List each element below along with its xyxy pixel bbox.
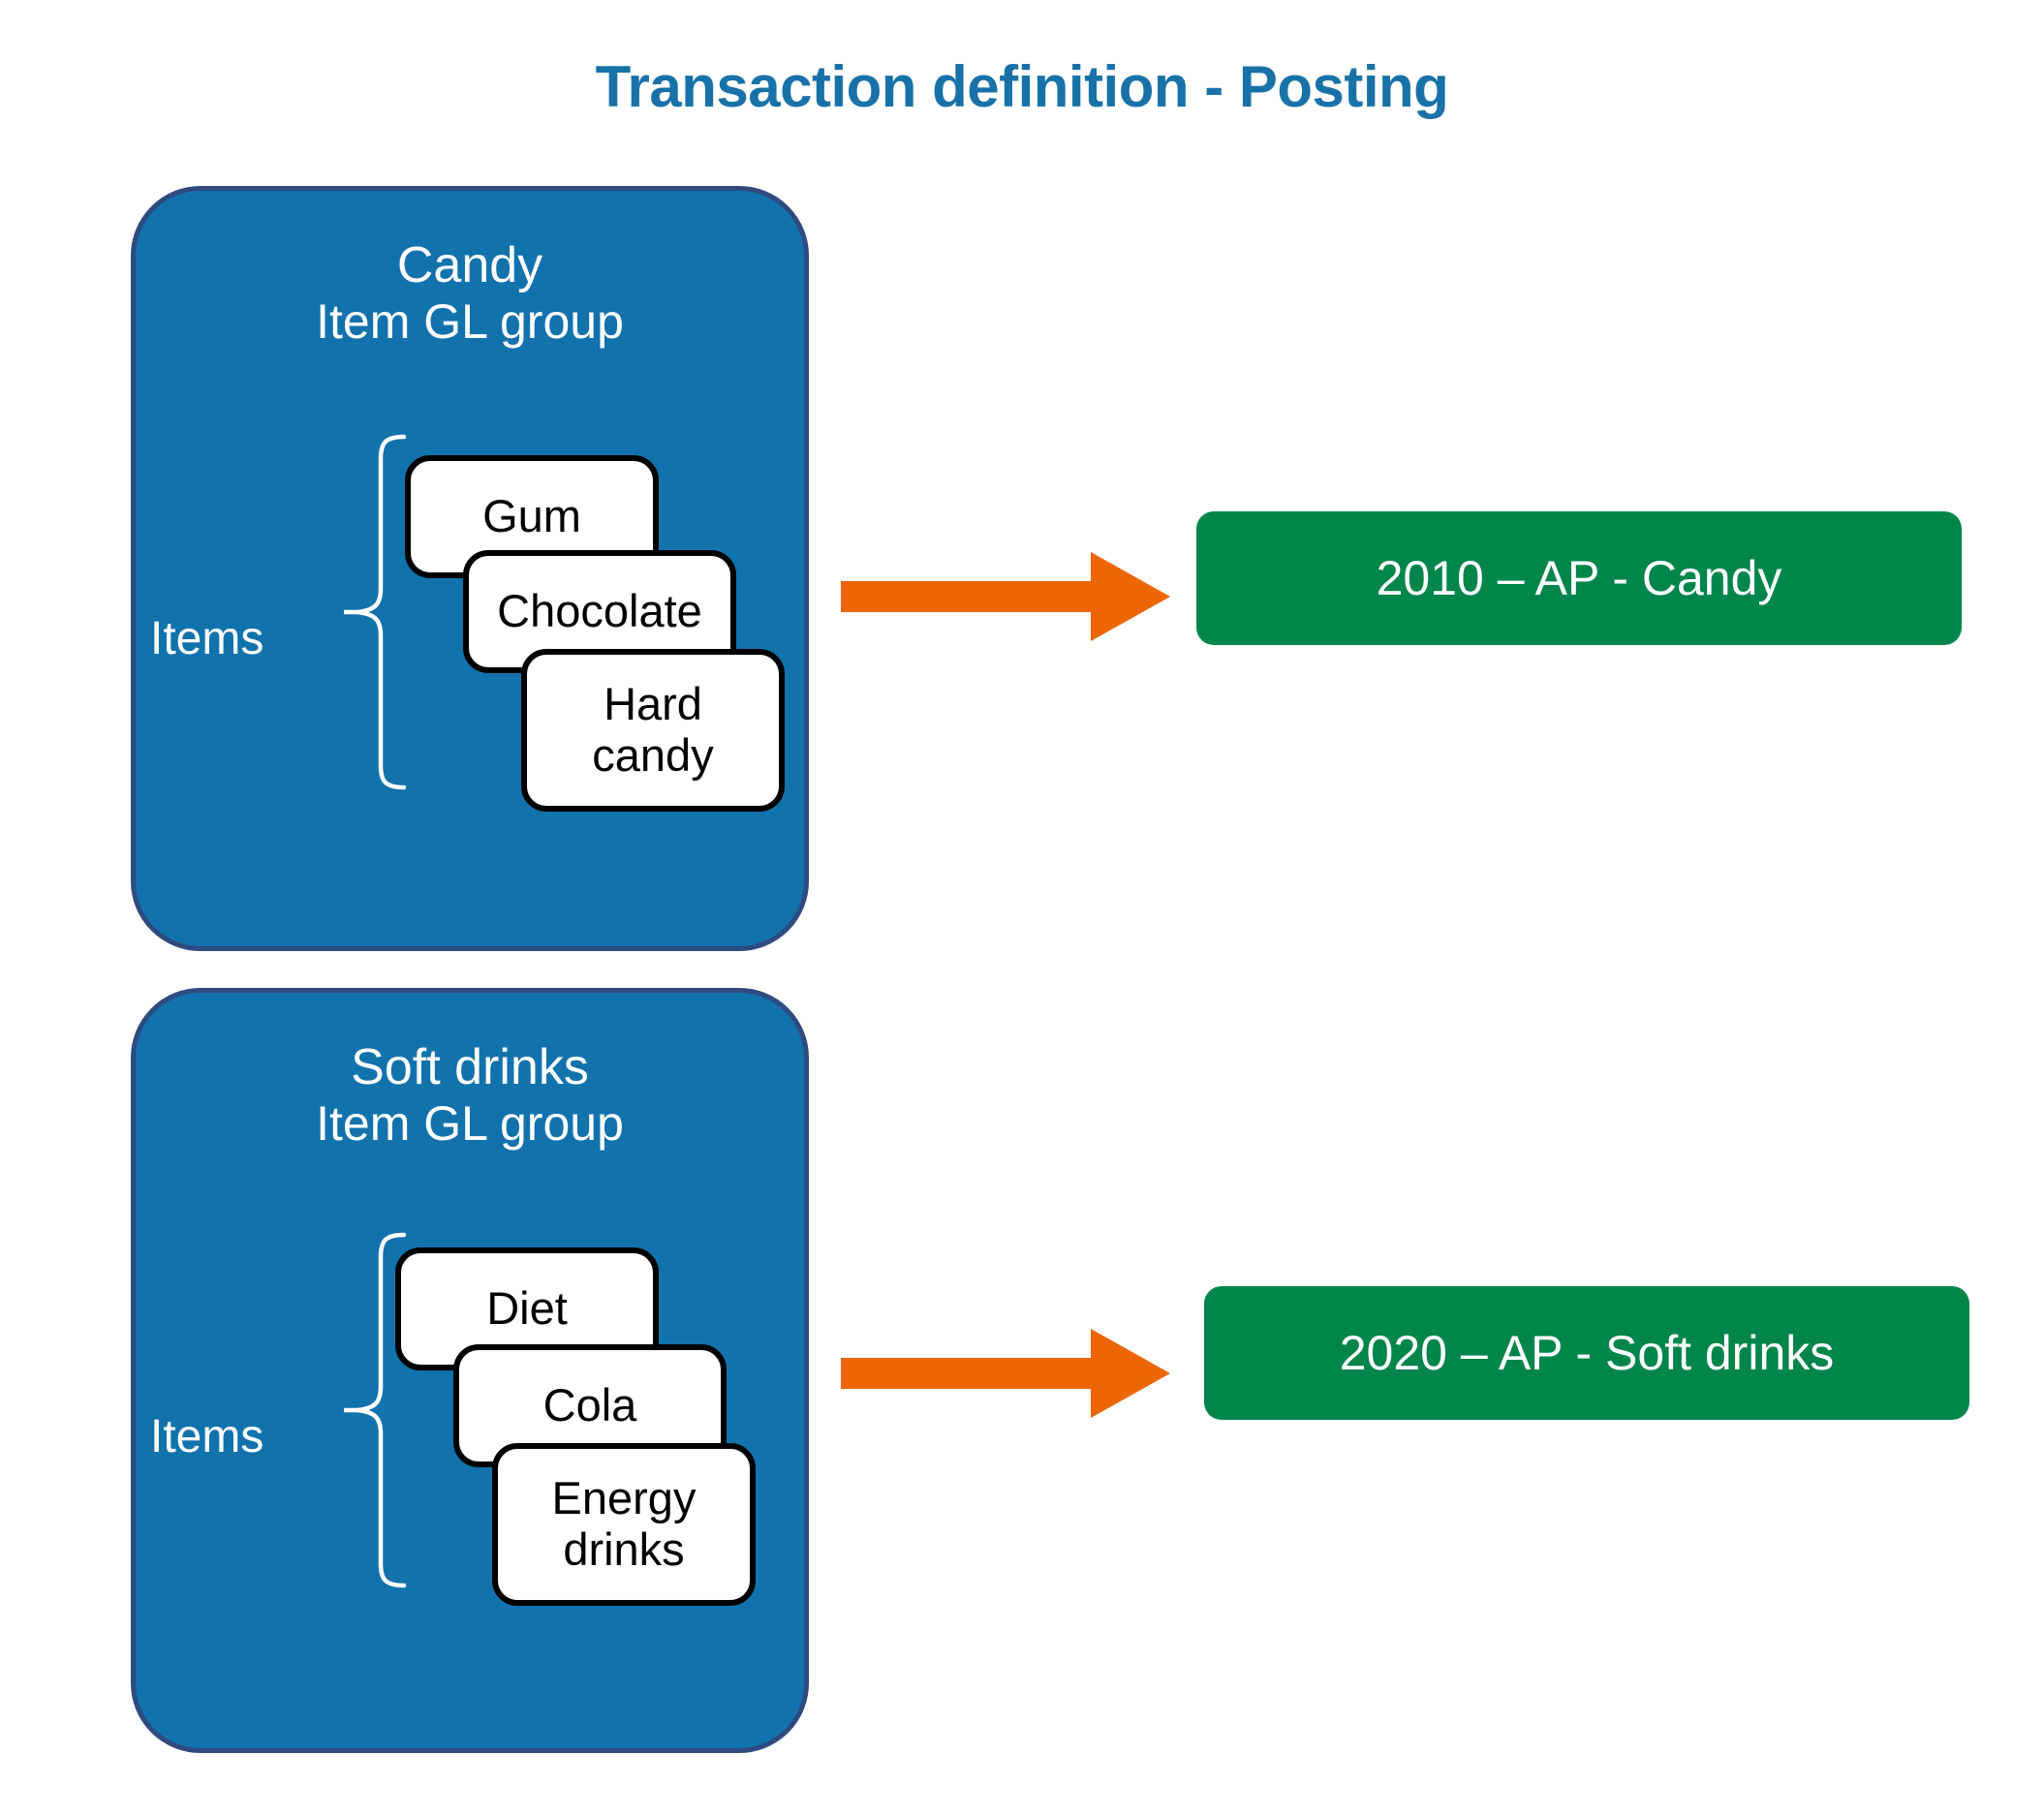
group-subtitle-candy: Item GL group [316, 294, 624, 350]
group-name-candy: Candy [396, 237, 543, 293]
flow-arrow-candy [841, 552, 1170, 646]
ledger-account-box-soft-drinks[interactable]: 2020 – AP - Soft drinks [1204, 1286, 1969, 1420]
item-card-hard-candy[interactable]: Hard candy [521, 649, 785, 812]
group-subtitle-soft-drinks: Item GL group [316, 1096, 624, 1152]
item-card-label: Cola [542, 1379, 637, 1431]
item-card-label: Gum [482, 490, 581, 542]
ledger-account-label: 2010 – AP - Candy [1376, 551, 1782, 605]
items-label-candy: Items [150, 613, 264, 664]
item-card-label: Chocolate [497, 585, 702, 637]
flow-arrow-soft-drinks [841, 1329, 1170, 1423]
item-card-label: Diet [486, 1282, 568, 1335]
page-title: Transaction definition - Posting [595, 54, 1449, 119]
ledger-account-box-candy[interactable]: 2010 – AP - Candy [1196, 511, 1962, 645]
group-name-soft-drinks: Soft drinks [351, 1039, 589, 1095]
right-arrow-icon [841, 552, 1170, 641]
item-card-energy-drinks[interactable]: Energy drinks [492, 1443, 756, 1606]
items-label-soft-drinks: Items [150, 1411, 264, 1462]
item-card-gum[interactable]: Gum [405, 455, 659, 578]
group-heading-soft-drinks: Soft drinks Item GL group [136, 1039, 804, 1152]
group-heading-candy: Candy Item GL group [136, 237, 804, 350]
right-arrow-icon [841, 1329, 1170, 1418]
item-card-label: Energy drinks [551, 1472, 697, 1575]
item-card-label: Hard candy [592, 678, 714, 781]
ledger-account-label: 2020 – AP - Soft drinks [1339, 1326, 1835, 1380]
